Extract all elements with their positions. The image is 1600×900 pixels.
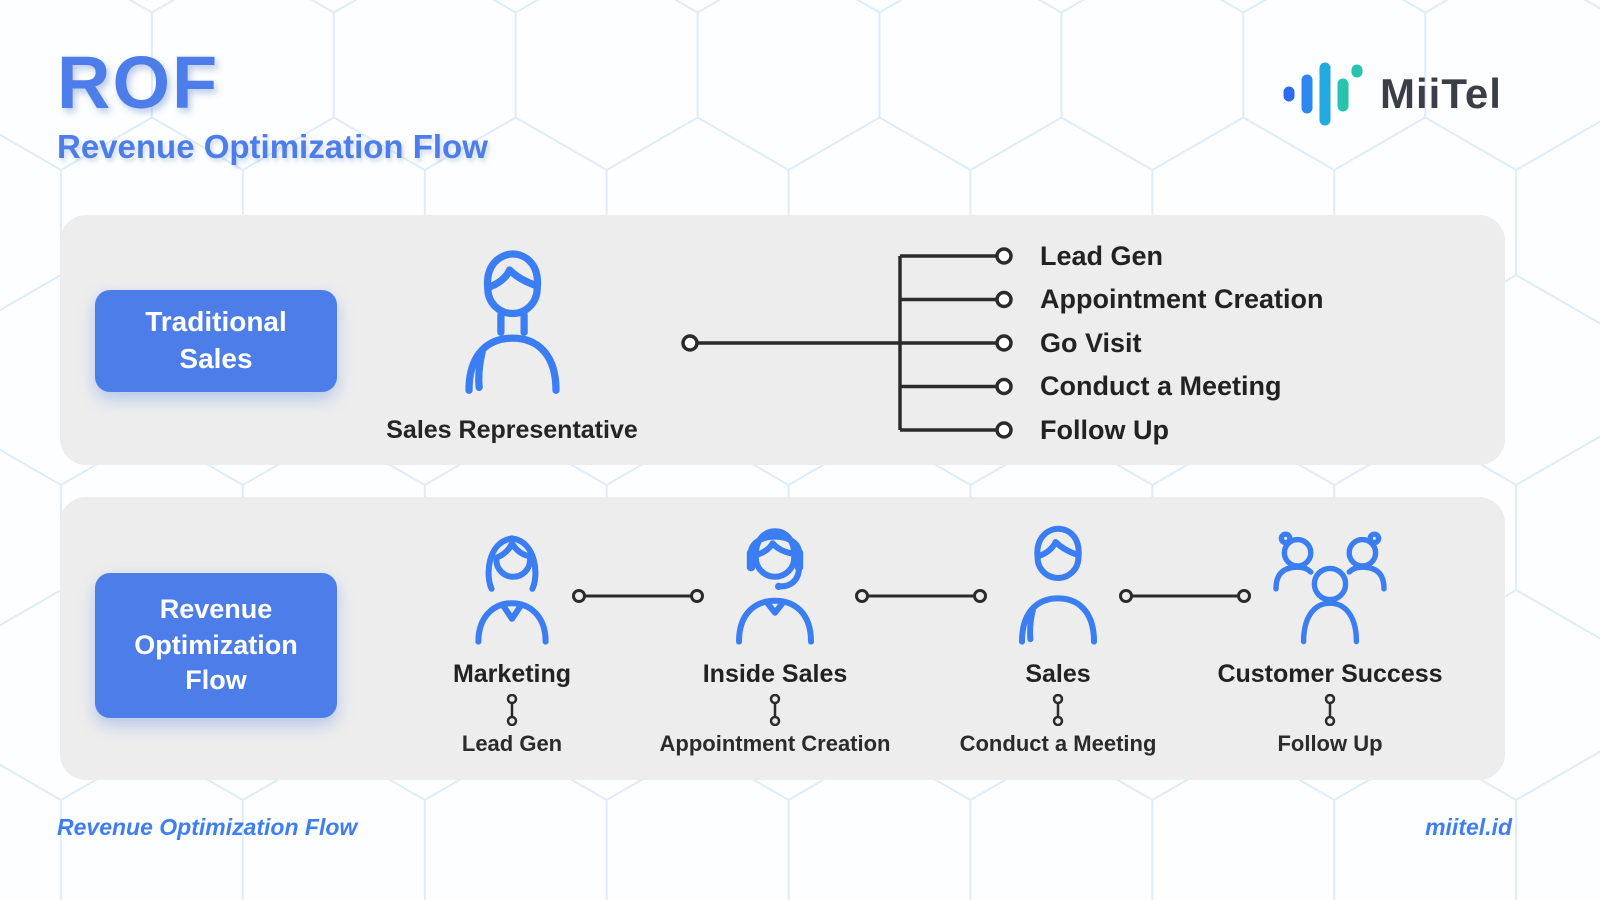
role-marketing: Marketing: [452, 660, 572, 688]
traditional-sales-tag: Traditional Sales: [95, 290, 337, 392]
page-title: ROF: [57, 41, 220, 124]
sales-person-icon: [1019, 525, 1097, 645]
role-task-conduct-a-meeting: Conduct a Meeting: [959, 731, 1157, 756]
role-task-appointment-creation: Appointment Creation: [659, 731, 891, 756]
sales-representative-icon: [465, 250, 560, 394]
role-customer-success: Customer Success: [1217, 660, 1443, 688]
sales-representative-label: Sales Representative: [386, 416, 638, 444]
vertical-link-icon: [506, 694, 518, 726]
marketing-person-icon: [475, 535, 549, 645]
vertical-link-icon: [1052, 694, 1064, 726]
footer-caption: Revenue Optimization Flow: [57, 814, 358, 840]
branch-connector-lines: [681, 247, 1013, 439]
flow-connector-icon: [1119, 589, 1251, 603]
footer-website: miitel.id: [1425, 814, 1512, 840]
task-appointment-creation: Appointment Creation: [1040, 284, 1324, 314]
task-lead-gen: Lead Gen: [1040, 241, 1164, 271]
flow-connector-icon: [855, 589, 987, 603]
task-go-visit: Go Visit: [1040, 328, 1142, 358]
task-conduct-a-meeting: Conduct a Meeting: [1040, 371, 1282, 401]
rof-tag: Revenue Optimization Flow: [95, 573, 337, 718]
brand-logo: MiiTel: [1280, 58, 1502, 130]
page-subtitle: Revenue Optimization Flow: [57, 128, 488, 165]
flow-connector-icon: [572, 589, 704, 603]
vertical-link-icon: [769, 694, 781, 726]
role-sales: Sales: [1025, 660, 1091, 688]
role-task-follow-up: Follow Up: [1277, 731, 1383, 756]
role-inside-sales: Inside Sales: [702, 660, 848, 688]
customer-success-team-icon: [1273, 531, 1387, 645]
brand-wordmark: MiiTel: [1380, 70, 1502, 117]
inside-sales-headset-icon: [736, 528, 814, 645]
task-follow-up: Follow Up: [1040, 415, 1169, 445]
role-task-lead-gen: Lead Gen: [461, 731, 563, 756]
vertical-link-icon: [1324, 694, 1336, 726]
soundwave-logo-icon: [1283, 62, 1363, 126]
